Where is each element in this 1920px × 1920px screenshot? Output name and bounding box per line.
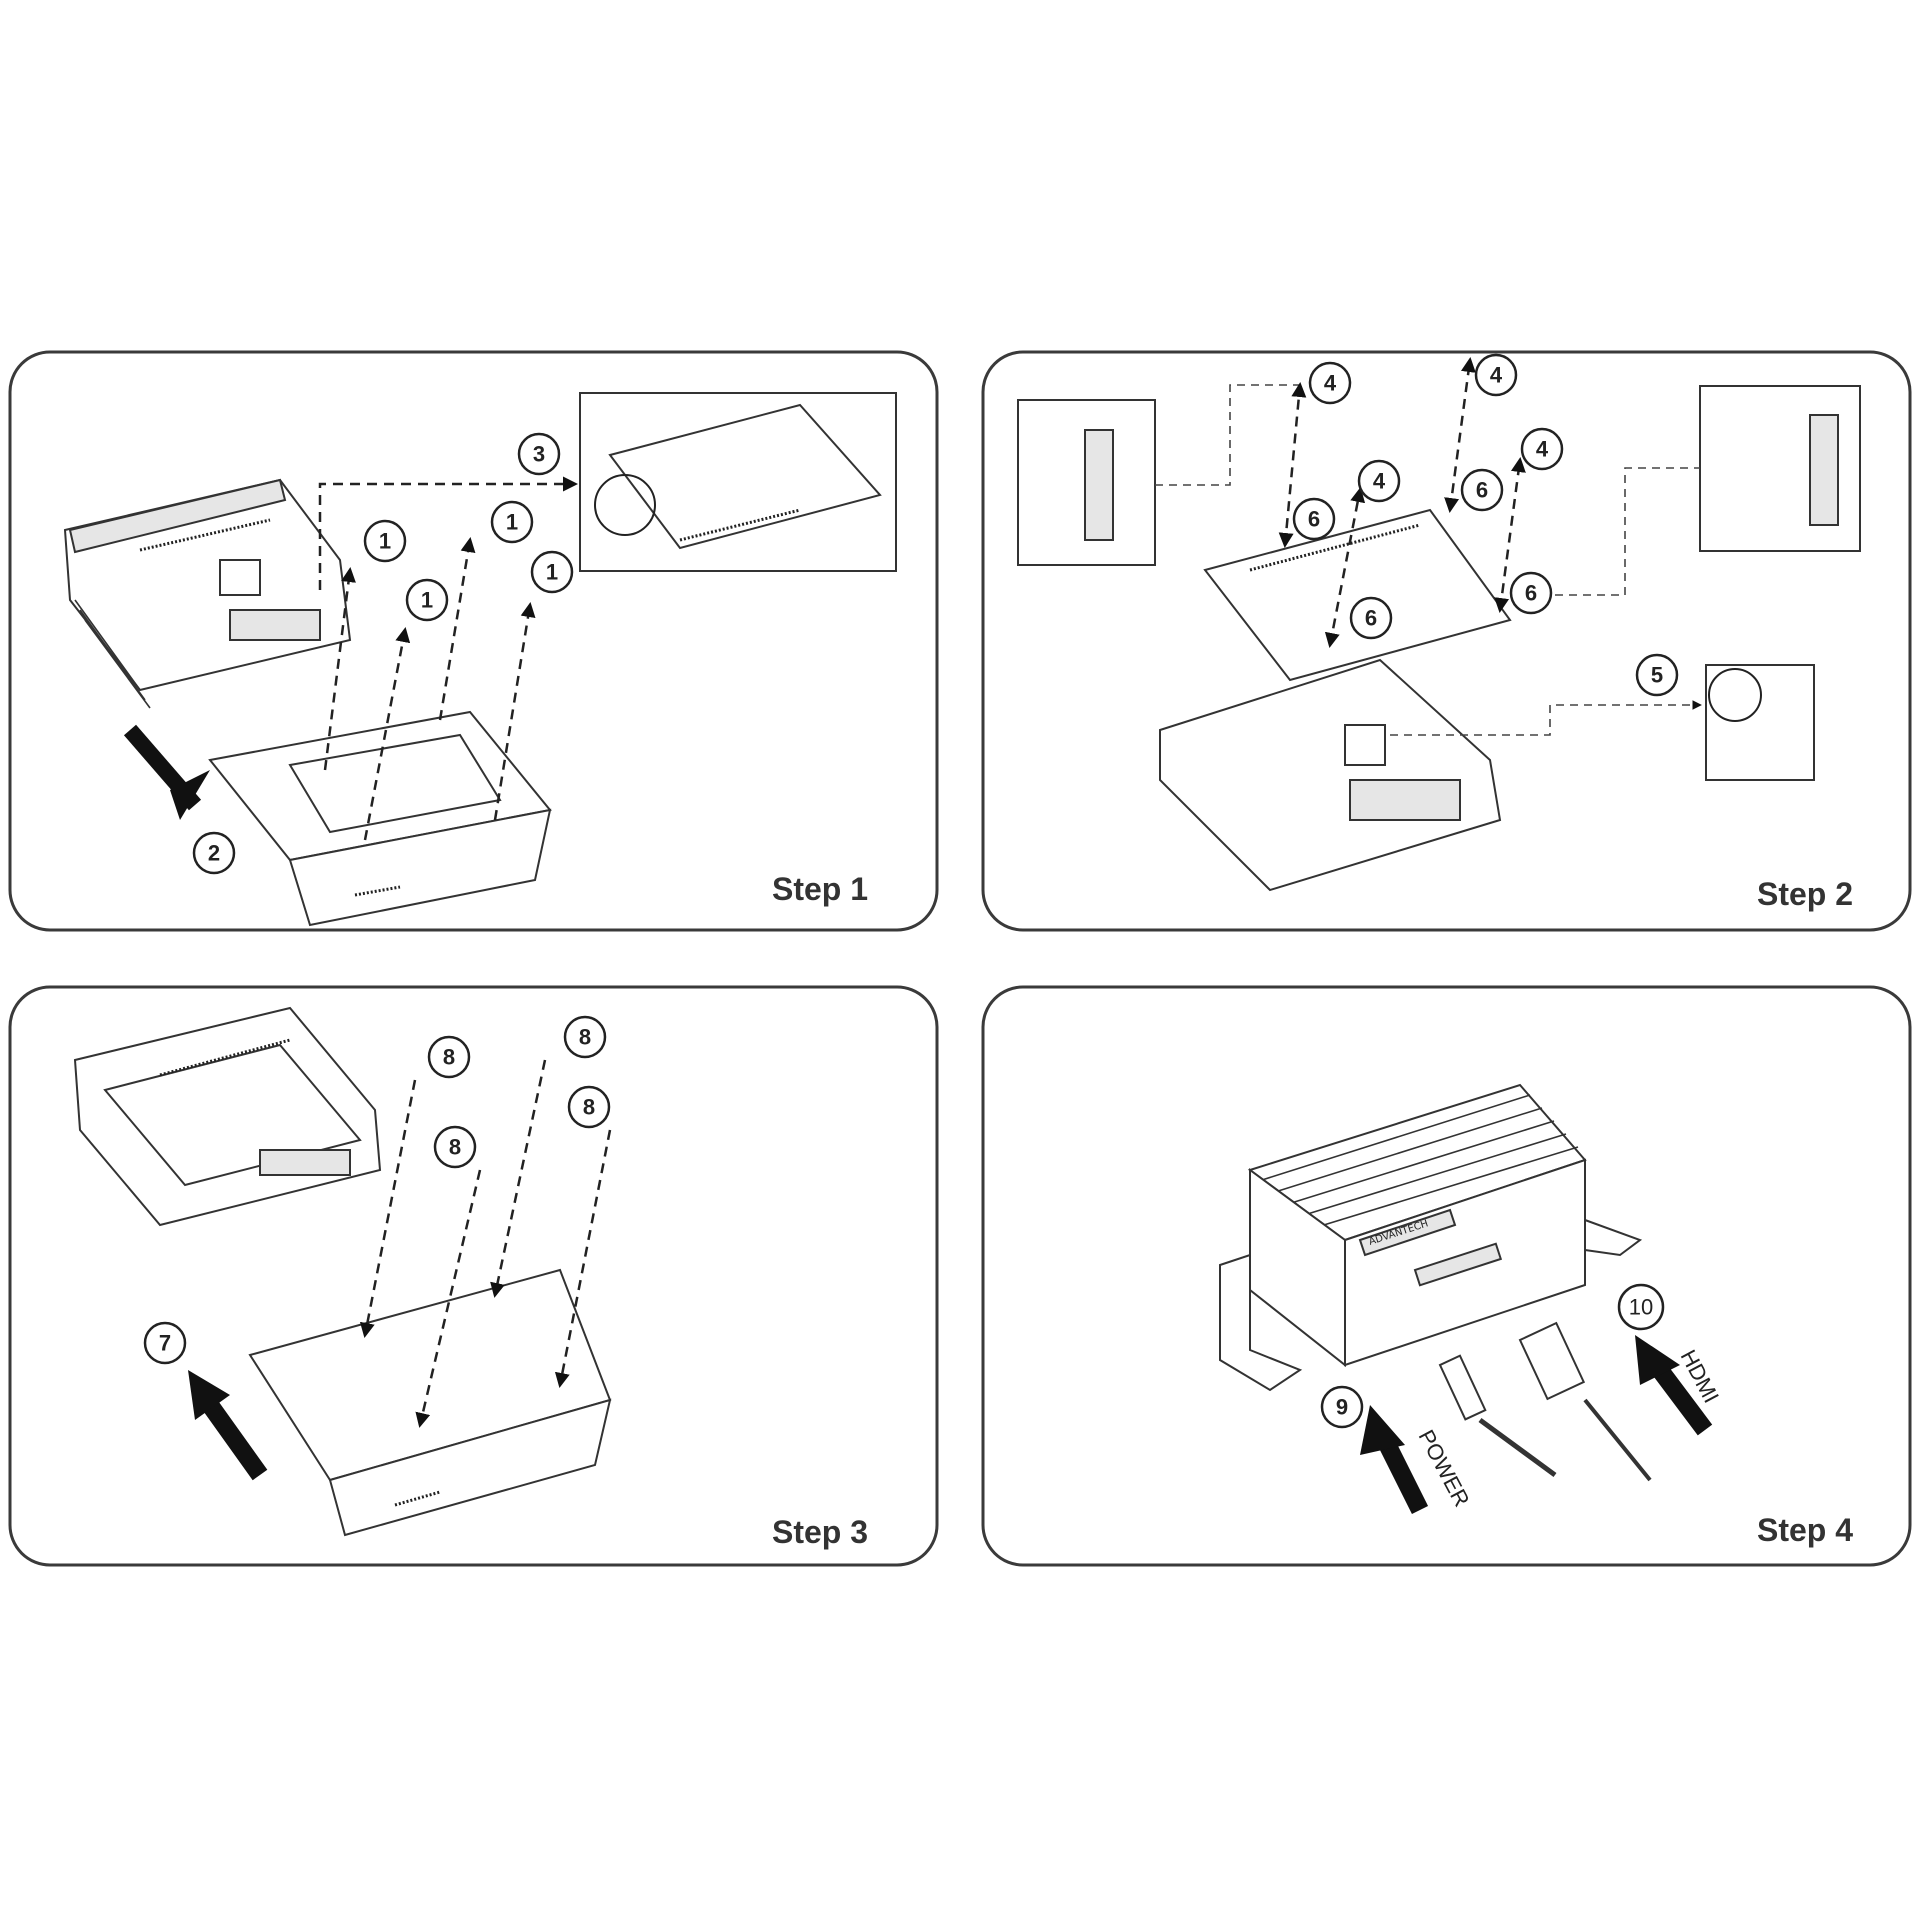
step4-callout-9: 9 bbox=[1320, 1385, 1364, 1429]
step1-callout-3: 3 bbox=[517, 432, 561, 476]
step2-callout-6a: 6 bbox=[1292, 497, 1336, 541]
svg-text:1: 1 bbox=[506, 510, 518, 535]
step1-callout-1b: 1 bbox=[490, 500, 534, 544]
step1-panel: 1 1 1 1 2 3 Step 1 bbox=[8, 350, 939, 932]
svg-text:1: 1 bbox=[379, 529, 391, 554]
step2-callout-5: 5 bbox=[1635, 653, 1679, 697]
step3-callout-8c: 8 bbox=[433, 1125, 477, 1169]
svg-text:2: 2 bbox=[208, 841, 220, 866]
step2-panel: 4 4 4 4 6 6 6 6 5 Step 2 bbox=[981, 350, 1912, 932]
step3-assembled-unit bbox=[73, 1006, 382, 1227]
step3-callout-8a: 8 bbox=[427, 1035, 471, 1079]
step1-detail-inset bbox=[579, 392, 897, 572]
svg-text:6: 6 bbox=[1365, 606, 1377, 631]
svg-text:4: 4 bbox=[1490, 363, 1503, 388]
step4-callout-10: 10 bbox=[1617, 1283, 1665, 1331]
svg-text:3: 3 bbox=[533, 442, 545, 467]
step2-callout-6b: 6 bbox=[1460, 468, 1504, 512]
step1-title: Step 1 bbox=[772, 871, 868, 907]
step4-panel: ADVANTECH POWER HDMI 9 10 Step 4 bbox=[981, 985, 1912, 1567]
step1-enclosure-top bbox=[63, 478, 352, 709]
svg-text:5: 5 bbox=[1651, 663, 1663, 688]
step2-right-detail-inset bbox=[1699, 385, 1861, 552]
svg-text:8: 8 bbox=[443, 1045, 455, 1070]
svg-text:4: 4 bbox=[1324, 371, 1337, 396]
svg-text:4: 4 bbox=[1373, 469, 1386, 494]
step3-title: Step 3 bbox=[772, 1514, 868, 1550]
svg-text:4: 4 bbox=[1536, 437, 1549, 462]
step3-direction-arrow bbox=[202, 1399, 268, 1481]
step4-hdmi-cable bbox=[1518, 1321, 1652, 1482]
svg-text:6: 6 bbox=[1525, 581, 1537, 606]
svg-text:8: 8 bbox=[449, 1135, 461, 1160]
step2-sd-detail-inset bbox=[1705, 664, 1815, 781]
step2-callout-6d: 6 bbox=[1509, 571, 1553, 615]
step3-panel: 8 8 8 8 7 Step 3 bbox=[8, 985, 939, 1567]
step1-callout-2: 2 bbox=[192, 831, 236, 875]
svg-text:10: 10 bbox=[1629, 1295, 1653, 1320]
svg-text:6: 6 bbox=[1476, 478, 1488, 503]
svg-text:9: 9 bbox=[1336, 1395, 1348, 1420]
svg-text:8: 8 bbox=[583, 1095, 595, 1120]
hdmi-arrow bbox=[1652, 1364, 1713, 1436]
step3-callout-8d: 8 bbox=[567, 1085, 611, 1129]
svg-text:6: 6 bbox=[1308, 507, 1320, 532]
svg-text:1: 1 bbox=[421, 588, 433, 613]
step1-callout-1c: 1 bbox=[405, 578, 449, 622]
svg-text:8: 8 bbox=[579, 1025, 591, 1050]
step3-mounting-plate bbox=[248, 1268, 612, 1537]
step2-callout-6c: 6 bbox=[1349, 596, 1393, 640]
step2-callout-4a: 4 bbox=[1308, 361, 1352, 405]
step3-callout-7: 7 bbox=[143, 1321, 187, 1365]
svg-text:1: 1 bbox=[546, 560, 558, 585]
step4-power-cable bbox=[1438, 1354, 1557, 1478]
step2-left-detail-inset bbox=[1017, 399, 1156, 566]
step2-callout-4b: 4 bbox=[1474, 353, 1518, 397]
step2-callout-4d: 4 bbox=[1520, 427, 1564, 471]
power-arrow bbox=[1376, 1435, 1429, 1515]
step1-callout-1a: 1 bbox=[363, 519, 407, 563]
step2-title: Step 2 bbox=[1757, 876, 1853, 912]
step1-callout-1d: 1 bbox=[530, 550, 574, 594]
step4-title: Step 4 bbox=[1757, 1512, 1853, 1548]
step2-callout-4c: 4 bbox=[1357, 459, 1401, 503]
step3-callout-8b: 8 bbox=[563, 1015, 607, 1059]
step1-mounting-plate bbox=[208, 710, 552, 927]
step4-finished-device: ADVANTECH bbox=[1219, 1083, 1643, 1392]
svg-text:7: 7 bbox=[159, 1331, 171, 1356]
